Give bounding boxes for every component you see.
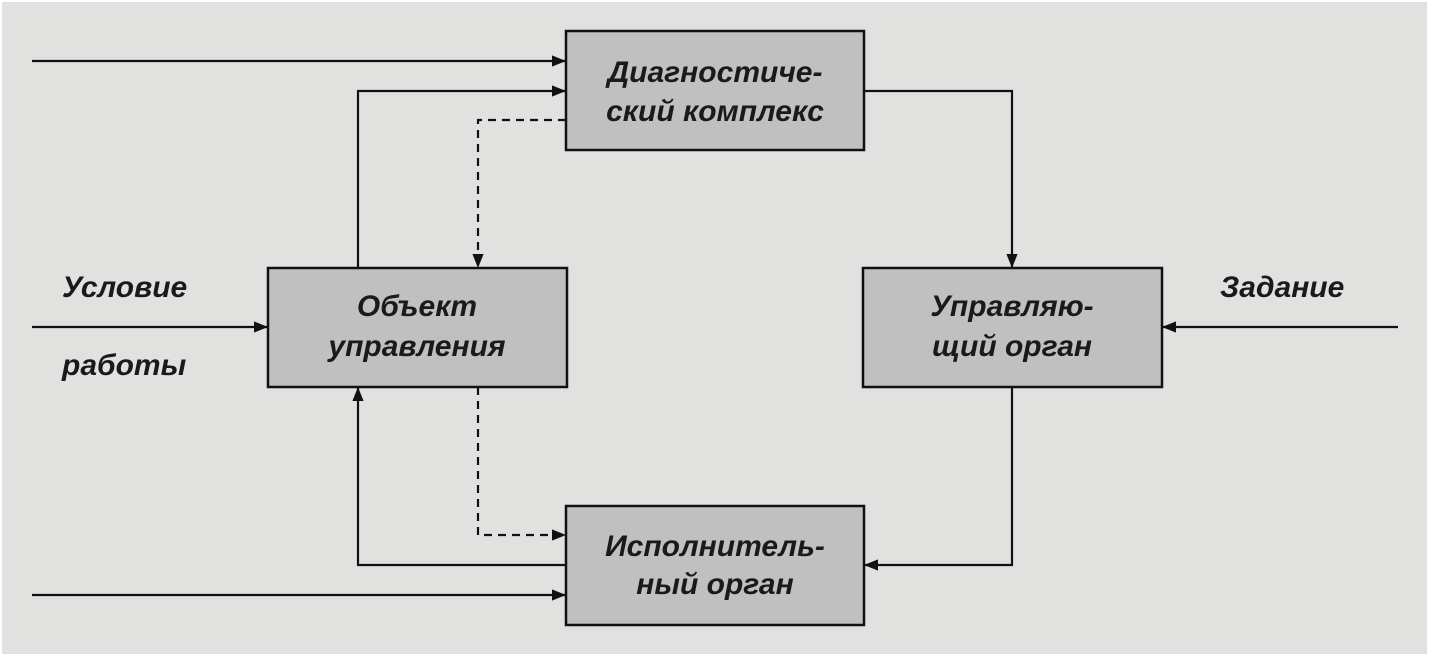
label-conditions-line1: Условие bbox=[62, 271, 187, 304]
block-actuator-line1: Исполнитель- bbox=[605, 530, 825, 563]
label-conditions-line2: работы bbox=[61, 349, 187, 382]
block-control-line2: щий орган bbox=[932, 330, 1092, 363]
block-control-rect bbox=[861, 266, 1164, 389]
block-actuator-rect bbox=[564, 504, 866, 627]
block-actuator: Исполнитель- ный орган bbox=[564, 504, 866, 627]
arrow-actuator-to-object bbox=[352, 387, 566, 567]
block-diagnostic-line1: Диагностиче- bbox=[605, 56, 823, 89]
block-object-rect bbox=[266, 266, 569, 389]
block-actuator-line2: ный орган bbox=[636, 568, 793, 601]
block-diagnostic-rect bbox=[564, 29, 866, 152]
block-diagnostic: Диагностиче- ский комплекс bbox=[564, 29, 866, 152]
block-object-line2: управления bbox=[326, 330, 506, 363]
block-object: Объект управления bbox=[266, 266, 569, 389]
label-task: Задание bbox=[1220, 271, 1344, 304]
dashed-arrow-diagnostic-to-object bbox=[472, 118, 566, 268]
arrow-control-to-actuator bbox=[864, 387, 1014, 571]
dashed-arrow-object-to-actuator bbox=[476, 387, 566, 541]
arrow-diagnostic-to-control bbox=[864, 89, 1018, 268]
block-diagnostic-line2: ский комплекс bbox=[606, 95, 824, 128]
block-control-line1: Управляю- bbox=[930, 290, 1093, 323]
block-object-line1: Объект bbox=[357, 290, 477, 323]
block-control: Управляю- щий орган bbox=[861, 266, 1164, 389]
arrow-object-to-diagnostic bbox=[356, 85, 566, 268]
